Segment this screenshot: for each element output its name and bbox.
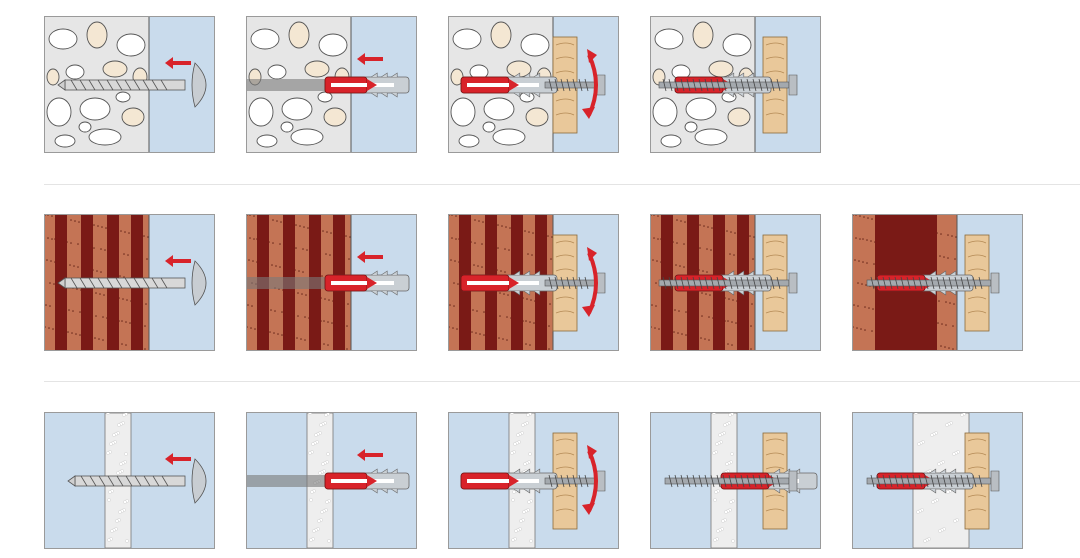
- row-divider-1: [44, 184, 1080, 185]
- direction-arrow: [357, 53, 383, 65]
- panel-concrete-screw: [448, 16, 619, 153]
- wall-plug: [460, 468, 558, 494]
- drill-bit: [57, 260, 207, 306]
- panel-brick-knotted: [852, 214, 1023, 351]
- drill-bit: [57, 62, 207, 108]
- panel-brick-insert: [246, 214, 417, 351]
- wall-plug: [324, 72, 410, 98]
- wall-plug: [460, 270, 558, 296]
- direction-arrow: [357, 251, 383, 263]
- panel-board-folding: [650, 412, 821, 549]
- direction-arrow: [165, 255, 191, 267]
- direction-arrow: [165, 453, 191, 465]
- drill-hole: [247, 475, 325, 487]
- direction-arrow: [165, 57, 191, 69]
- panel-brick-drill: [44, 214, 215, 351]
- direction-arrow: [357, 449, 383, 461]
- drill-chuck: [191, 260, 207, 306]
- screw: [664, 470, 798, 492]
- panel-brick-screw: [448, 214, 619, 351]
- panel-board-screw: [448, 412, 619, 549]
- rotation-arrow: [582, 247, 598, 317]
- screw: [544, 470, 606, 492]
- screw-head: [788, 272, 798, 294]
- screw-head: [596, 272, 606, 294]
- wall-plug: [324, 468, 410, 494]
- panel-board-fastened: [852, 412, 1023, 549]
- panel-concrete-fastened: [650, 16, 821, 153]
- rotation-arrow: [582, 49, 598, 119]
- row-divider-2: [44, 381, 1080, 382]
- drill-hole: [247, 277, 325, 289]
- screw: [658, 272, 798, 294]
- drill-chuck: [191, 458, 207, 504]
- screw-head: [788, 74, 798, 96]
- screw-head: [990, 470, 1000, 492]
- panel-board-insert: [246, 412, 417, 549]
- drill-bit: [67, 458, 207, 504]
- screw: [866, 470, 1000, 492]
- panel-board-drill: [44, 412, 215, 549]
- screw: [658, 74, 798, 96]
- panel-concrete-insert: [246, 16, 417, 153]
- screw: [544, 74, 606, 96]
- screw: [866, 272, 1000, 294]
- rotation-arrow: [582, 445, 598, 515]
- panel-brick-fastened: [650, 214, 821, 351]
- drill-chuck: [191, 62, 207, 108]
- wall-plug: [460, 72, 558, 98]
- screw-head: [990, 272, 1000, 294]
- panel-concrete-drill: [44, 16, 215, 153]
- drill-hole: [247, 79, 325, 91]
- screw-head: [596, 470, 606, 492]
- screw-head: [596, 74, 606, 96]
- screw-head: [788, 470, 798, 492]
- wall-plug: [324, 270, 410, 296]
